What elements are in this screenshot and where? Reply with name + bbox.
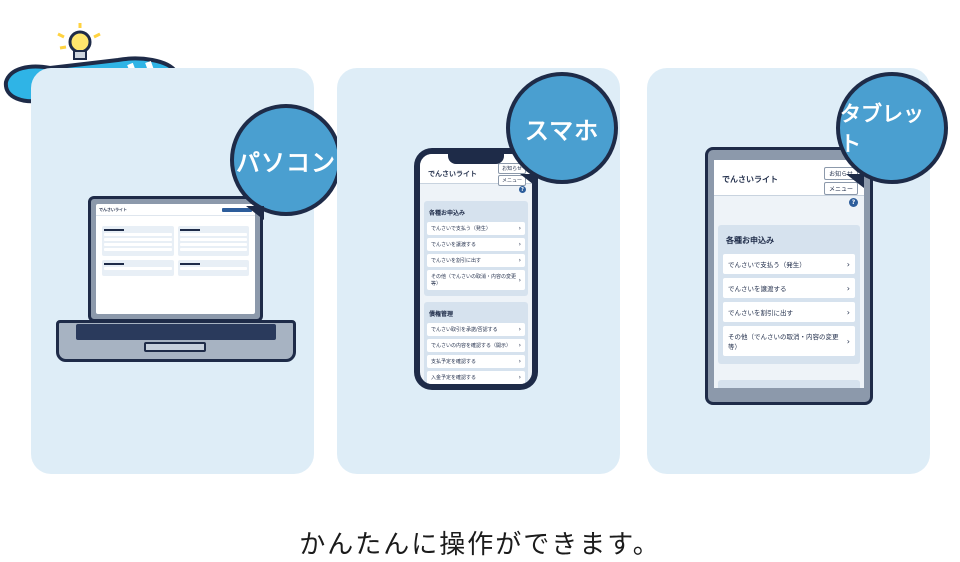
tablet-applications-section: 各種お申込み でんさいで支払う（発生）› でんさいを譲渡する› でんさいを割引に… [718, 225, 860, 364]
tablet-app-title: でんさいライト [722, 175, 778, 184]
laptop-keyboard [76, 324, 276, 340]
tablet-bubble-tail [846, 174, 864, 188]
lightbulb-icon [57, 23, 101, 60]
chevron-right-icon: › [846, 259, 850, 269]
chevron-right-icon: › [518, 358, 521, 365]
smartphone-device: でんさいライト お知らせ メニュー ? 各種お申込み でんさいで支払う（発生）›… [414, 148, 538, 390]
pc-bubble-tail [246, 206, 264, 220]
phone-menu-item[interactable]: 支払予定を確認する› [427, 355, 525, 368]
chevron-right-icon: › [518, 241, 521, 248]
phone-management-section: 債権管理 でんさい取引を承諾/否認する› でんさいの内容を確認する（開示）› 支… [424, 302, 528, 384]
tablet-menu-item[interactable]: その他（でんさいの取消・内容の変更等）› [723, 326, 855, 356]
phone-menu-item[interactable]: でんさいを譲渡する› [427, 238, 525, 251]
pc-app-header: でんさいライト [96, 204, 255, 216]
tablet-device: でんさいライト お知らせ メニュー ? 各種お申込み でんさいで支払う（発生）›… [705, 147, 873, 405]
tablet-management-section: 債権管理 [718, 380, 860, 388]
chevron-right-icon: › [518, 257, 521, 264]
tablet-label: タブレット [840, 102, 924, 156]
phone-applications-title: 各種お申込み [429, 210, 466, 217]
tablet-label-bubble: タブレット [836, 72, 948, 184]
phone-menu-item[interactable]: でんさいで支払う（発生）› [427, 222, 525, 235]
pc-label: パソコン [236, 148, 336, 177]
tablet-help-icon[interactable]: ? [849, 198, 858, 207]
chevron-right-icon: › [518, 225, 521, 232]
phone-menu-item[interactable]: でんさいを割引に出す› [427, 254, 525, 267]
phone-menu-item[interactable]: でんさいの内容を確認する（開示）› [427, 339, 525, 352]
chevron-right-icon: › [846, 307, 850, 317]
caption-text: かんたんに操作ができます。 [299, 530, 661, 560]
phone-menu-item[interactable]: 入金予定を確認する› [427, 371, 525, 384]
laptop-screen: でんさいライト [88, 196, 263, 322]
phone-notch [448, 154, 504, 164]
phone-label-bubble: スマホ [506, 72, 618, 184]
tablet-app-header: でんさいライト お知らせ メニュー [714, 160, 864, 196]
tablet-menu-item[interactable]: でんさいを譲渡する› [723, 278, 855, 298]
chevron-right-icon: › [518, 374, 521, 381]
phone-label: スマホ [524, 116, 600, 145]
chevron-right-icon: › [518, 326, 521, 333]
chevron-right-icon: › [518, 342, 521, 349]
chevron-right-icon: › [518, 276, 521, 284]
pc-label-bubble: パソコン [230, 104, 342, 216]
phone-app-title: でんさいライト [428, 169, 477, 178]
tablet-menu-item[interactable]: でんさいを割引に出す› [723, 302, 855, 322]
pc-menu-grid [96, 216, 255, 280]
phone-bubble-tail [520, 174, 538, 188]
laptop-trackpad [144, 342, 206, 352]
tablet-applications-title: 各種お申込み [726, 236, 774, 245]
phone-help-icon[interactable]: ? [519, 186, 526, 193]
chevron-right-icon: › [846, 336, 850, 346]
phone-applications-section: 各種お申込み でんさいで支払う（発生）› でんさいを譲渡する› でんさいを割引に… [424, 201, 528, 296]
phone-menu-item[interactable]: その他（でんさいの取消・内容の変更等）› [427, 270, 525, 290]
chevron-right-icon: › [846, 283, 850, 293]
tablet-menu-item[interactable]: でんさいで支払う（発生）› [723, 254, 855, 274]
phone-management-title: 債権管理 [429, 311, 454, 318]
pc-app-title: でんさいライト [99, 206, 127, 212]
phone-menu-item[interactable]: でんさい取引を承諾/否認する› [427, 323, 525, 336]
